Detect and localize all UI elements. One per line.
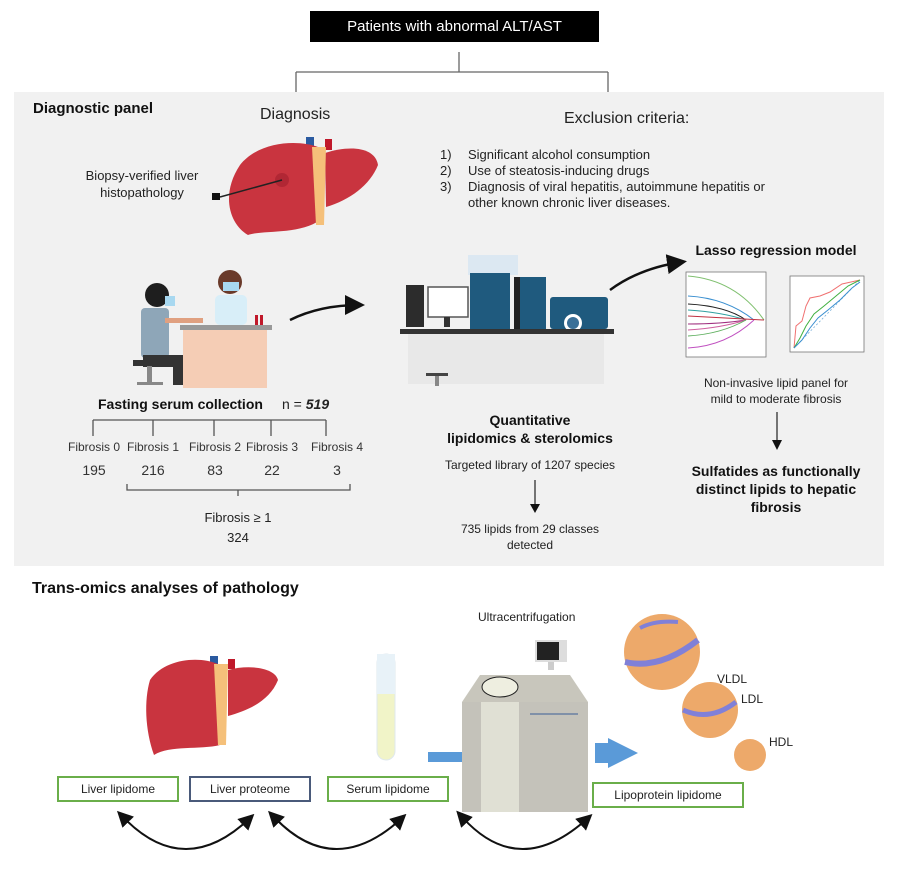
exclusion-item: other known chronic liver diseases. <box>440 195 765 211</box>
arrow-serum-lipoprotein <box>456 810 593 850</box>
lc-ms-instrument-icon <box>400 255 614 386</box>
exclusion-num: 2) <box>440 163 452 178</box>
ldl-label: LDL <box>741 692 764 706</box>
fibrosis-1-count: 216 <box>141 462 165 478</box>
lipid-panel-line2: mild to moderate fibrosis <box>710 392 842 406</box>
diagnosis-heading: Diagnosis <box>260 106 331 123</box>
hdl-label: HDL <box>769 735 794 749</box>
fibrosis-1-label: Fibrosis 1 <box>126 440 179 454</box>
lipidomics-title-line1: Quantitative <box>489 412 571 428</box>
fibrosis-3-label: Fibrosis 3 <box>245 440 298 454</box>
fibrosis-2-count: 83 <box>207 462 223 478</box>
lipoprotein-particles <box>624 614 766 771</box>
exclusion-list: 1) Significant alcohol consumption 2) Use … <box>440 147 765 211</box>
lipids-detected-line2: detected <box>506 538 554 552</box>
lipids-detected: 735 lipids from 29 classes detected <box>420 521 640 553</box>
exclusion-item: 3) Diagnosis of viral hepatitis, autoimmu… <box>440 179 765 195</box>
serum-tube-icon <box>376 653 396 761</box>
fibrosis-3-count: 22 <box>264 462 280 478</box>
blood-draw-illustration <box>133 270 272 388</box>
fibrosis-summary-label: Fibrosis ≥ 1 <box>204 510 272 525</box>
lipidomics-title-line2: lipidomics & sterolomics <box>447 430 613 446</box>
arrow-to-lipidomics <box>289 254 687 322</box>
lipids-detected-line1: 735 lipids from 29 classes <box>460 522 600 536</box>
lasso-title: Lasso regression model <box>695 242 857 258</box>
exclusion-item: 1) Significant alcohol consumption <box>440 147 765 163</box>
biopsy-label: Biopsy-verified liver histopathology <box>72 167 212 201</box>
serum-lipidome-box: Serum lipidome <box>327 776 449 802</box>
serum-collection-label: Fasting serum collection <box>98 396 263 412</box>
serum-n-value: 519 <box>305 396 330 412</box>
exclusion-item: 2) Use of steatosis-inducing drugs <box>440 163 765 179</box>
lipoprotein-lipidome-box: Lipoprotein lipidome <box>592 782 744 808</box>
biopsy-label-line2: histopathology <box>100 185 184 200</box>
lasso-coefficient-plot <box>685 271 767 358</box>
top-connector <box>295 52 609 92</box>
biopsy-label-line1: Biopsy-verified liver <box>85 168 199 183</box>
lipid-panel-line1: Non-invasive lipid panel for <box>703 376 849 390</box>
conclusion-line1: Sulfatides as functionally <box>691 463 861 479</box>
fibrosis-summary-count: 324 <box>227 530 249 545</box>
exclusion-text: Diagnosis of viral hepatitis, autoimmune… <box>468 179 765 194</box>
arrow-proteome-serum <box>268 810 407 850</box>
fibrosis-bracket <box>92 419 351 496</box>
liver-icon <box>146 656 278 755</box>
exclusion-num: 3) <box>440 179 452 194</box>
trans-omics-title: Trans-omics analyses of pathology <box>32 580 299 597</box>
liver-biopsy-icon <box>212 137 378 235</box>
conclusion-line2: distinct lipids to hepatic <box>695 481 857 497</box>
targeted-library: Targeted library of 1207 species <box>444 458 616 472</box>
lipidomics-title: Quantitative lipidomics & sterolomics <box>420 411 640 447</box>
serum-n-prefix: n = <box>282 396 306 412</box>
conclusion-line3: fibrosis <box>750 499 802 515</box>
arrow-down-conclusion <box>772 412 782 450</box>
vldl-label: VLDL <box>717 672 748 686</box>
fibrosis-groups: Fibrosis 0 Fibrosis 1 Fibrosis 2 Fibrosi… <box>51 440 381 490</box>
exclusion-text: Significant alcohol consumption <box>468 147 651 162</box>
fibrosis-0-label: Fibrosis 0 <box>67 440 120 454</box>
ultracentrifugation-label: Ultracentrifugation <box>478 610 576 624</box>
arrow-down-detected <box>530 480 540 513</box>
liver-lipidome-box: Liver lipidome <box>57 776 179 802</box>
exclusion-heading: Exclusion criteria: <box>564 110 690 127</box>
serum-n: n = 519 <box>282 396 329 412</box>
lasso-roc-plot <box>789 275 865 353</box>
diagnostic-panel-title: Diagnostic panel <box>33 100 154 117</box>
fibrosis-2-label: Fibrosis 2 <box>188 440 241 454</box>
exclusion-num: 1) <box>440 147 452 162</box>
arrow-lipidome-proteome <box>116 810 255 850</box>
exclusion-text: Use of steatosis-inducing drugs <box>468 163 650 178</box>
lipid-panel-text: Non-invasive lipid panel for mild to mod… <box>676 375 876 407</box>
fibrosis-4-count: 3 <box>333 462 341 478</box>
liver-proteome-box: Liver proteome <box>189 776 311 802</box>
ultracentrifuge-icon <box>428 640 638 812</box>
fibrosis-4-label: Fibrosis 4 <box>310 440 363 454</box>
fibrosis-0-count: 195 <box>82 462 106 478</box>
sulfatides-conclusion: Sulfatides as functionally distinct lipi… <box>676 462 876 516</box>
exclusion-text: other known chronic liver diseases. <box>468 195 671 210</box>
patients-header: Patients with abnormal ALT/AST <box>310 11 599 42</box>
